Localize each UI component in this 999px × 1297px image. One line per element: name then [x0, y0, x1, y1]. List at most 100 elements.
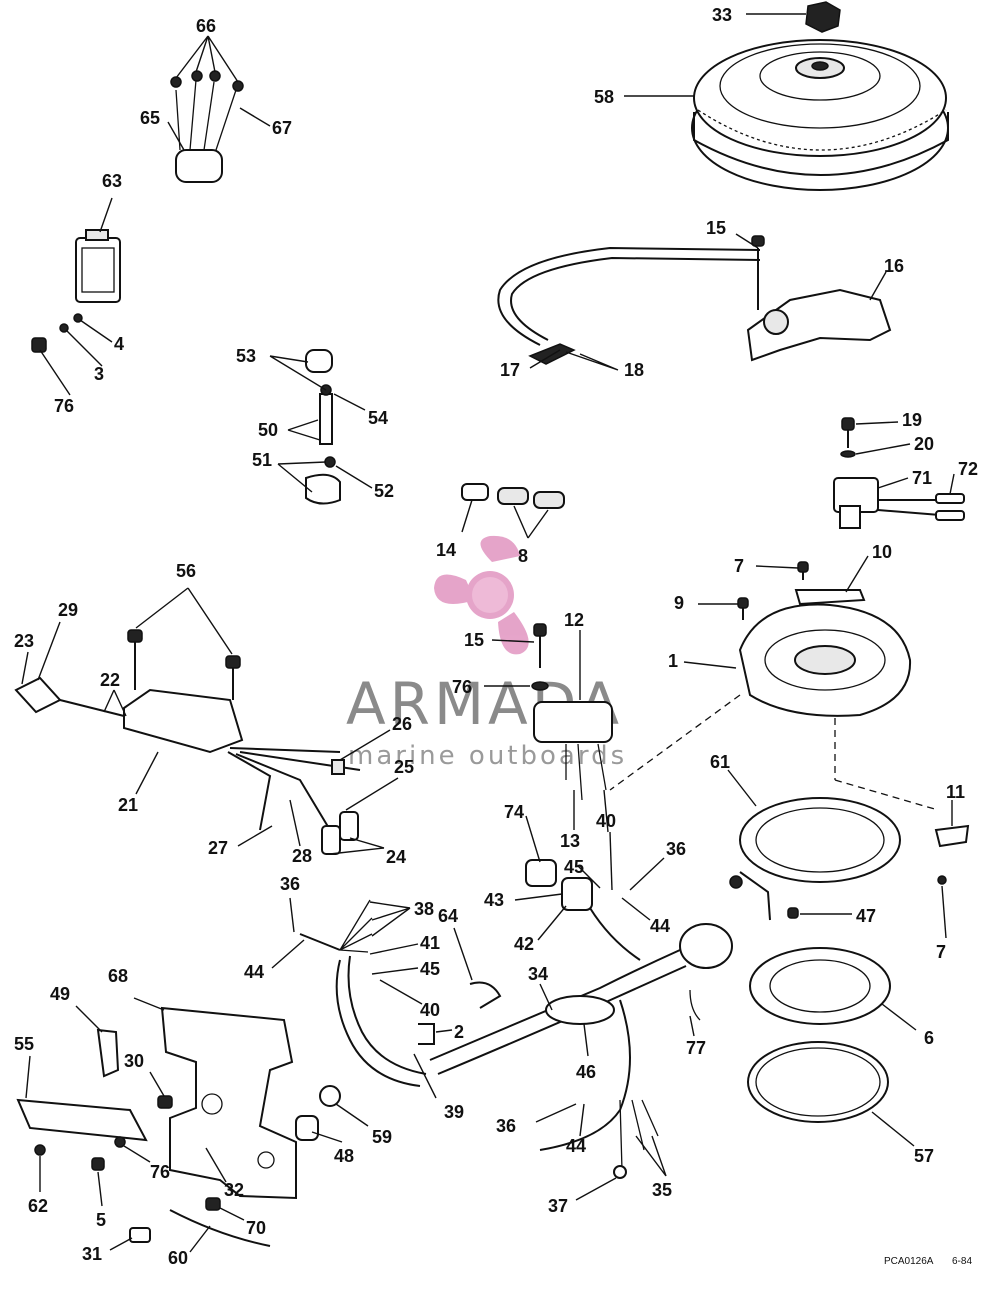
part-label: 40 — [420, 1000, 440, 1020]
part-label: 27 — [208, 838, 228, 858]
part-label: 50 — [258, 420, 278, 440]
part-label: 46 — [576, 1062, 596, 1082]
wiring-harness — [299, 859, 733, 1179]
part-label: 76 — [150, 1162, 170, 1182]
part-label: 44 — [566, 1136, 586, 1156]
watermark-tagline: marine outboards — [348, 741, 627, 771]
part-label: 44 — [244, 962, 264, 982]
part-label: 25 — [394, 757, 414, 777]
part-label: 22 — [100, 670, 120, 690]
part-label: 61 — [710, 752, 730, 772]
part-label: 45 — [564, 857, 584, 877]
flywheel-assembly — [691, 1, 949, 191]
part-label: 65 — [140, 108, 160, 128]
part-label: 62 — [28, 1196, 48, 1216]
bracket-plate-assembly — [16, 1006, 297, 1247]
part-label: 59 — [372, 1127, 392, 1147]
part-label: 56 — [176, 561, 196, 581]
part-label: 71 — [912, 468, 932, 488]
part-label: 41 — [420, 933, 440, 953]
coil-clip — [934, 824, 970, 885]
part-label: 31 — [82, 1244, 102, 1264]
part-label: 48 — [334, 1146, 354, 1166]
part-label: 45 — [420, 959, 440, 979]
spark-plug-lead-parts — [305, 349, 341, 505]
part-label: 36 — [280, 874, 300, 894]
part-label: 26 — [392, 714, 412, 734]
power-pack-assembly — [14, 629, 361, 855]
part-label: 74 — [504, 802, 524, 822]
part-label: 35 — [652, 1180, 672, 1200]
part-label: 44 — [650, 916, 670, 936]
part-label: 38 — [414, 899, 434, 919]
part-label: 20 — [914, 434, 934, 454]
part-label: 39 — [444, 1102, 464, 1122]
part-label: 13 — [560, 831, 580, 851]
part-label: 9 — [674, 593, 684, 613]
part-label: 5 — [96, 1210, 106, 1230]
drawing-date: 6-84 — [952, 1256, 972, 1267]
part-label: 64 — [438, 906, 458, 926]
drawing-code: PCA0126A 6-84 — [884, 1256, 972, 1267]
part-label: 72 — [958, 459, 978, 479]
part-label: 66 — [196, 16, 216, 36]
part-label: 11 — [946, 782, 965, 802]
part-label: 33 — [712, 5, 732, 25]
part-label: 17 — [500, 360, 520, 380]
part-label: 42 — [514, 934, 534, 954]
part-label: 77 — [686, 1038, 706, 1058]
part-label: 32 — [224, 1180, 244, 1200]
part-label: 15 — [464, 630, 484, 650]
part-label: 7 — [936, 942, 946, 962]
part-label: 10 — [872, 542, 892, 562]
part-label: 70 — [246, 1218, 266, 1238]
stator-plate-assembly — [609, 561, 939, 811]
clip-parts — [295, 981, 502, 1141]
ignition-coil — [531, 623, 613, 801]
part-label: 58 — [594, 87, 614, 107]
propeller-logo-icon — [434, 535, 529, 655]
small-parts-14-8 — [461, 483, 565, 509]
part-label: 2 — [454, 1022, 464, 1042]
part-label: 21 — [118, 795, 138, 815]
part-label: 36 — [666, 839, 686, 859]
part-label: 7 — [734, 556, 744, 576]
terminal-block-assembly — [170, 70, 244, 183]
part-label: 3 — [94, 364, 104, 384]
part-label: 18 — [624, 360, 644, 380]
timer-base-assembly — [497, 235, 892, 365]
part-label: 34 — [528, 964, 548, 984]
part-label: 51 — [252, 450, 272, 470]
part-label: 19 — [902, 410, 922, 430]
part-label: 57 — [914, 1146, 934, 1166]
drawing-code-number: PCA0126A — [884, 1256, 934, 1267]
part-label: 29 — [58, 600, 78, 620]
sensor-assembly — [833, 417, 965, 529]
part-label: 36 — [496, 1116, 516, 1136]
part-label: 4 — [114, 334, 124, 354]
flywheel-nut-icon — [805, 1, 841, 33]
ring-parts — [729, 797, 901, 1123]
part-label: 63 — [102, 171, 122, 191]
part-label: 55 — [14, 1034, 34, 1054]
rectifier-module — [31, 229, 121, 353]
part-labels: 33 58 66 65 67 63 4 3 76 15 16 17 18 53 … — [14, 5, 978, 1268]
part-label: 53 — [236, 346, 256, 366]
part-label: 67 — [272, 118, 292, 138]
part-label: 23 — [14, 631, 34, 651]
part-label: 28 — [292, 846, 312, 866]
part-label: 54 — [368, 408, 388, 428]
part-label: 49 — [50, 984, 70, 1004]
part-label: 30 — [124, 1051, 144, 1071]
part-label: 14 — [436, 540, 456, 560]
part-label: 16 — [884, 256, 904, 276]
part-label: 68 — [108, 966, 128, 986]
part-label: 60 — [168, 1248, 188, 1268]
part-label: 12 — [564, 610, 584, 630]
part-label: 1 — [668, 651, 678, 671]
part-label: 76 — [452, 677, 472, 697]
part-label: 8 — [518, 546, 528, 566]
part-label: 15 — [706, 218, 726, 238]
